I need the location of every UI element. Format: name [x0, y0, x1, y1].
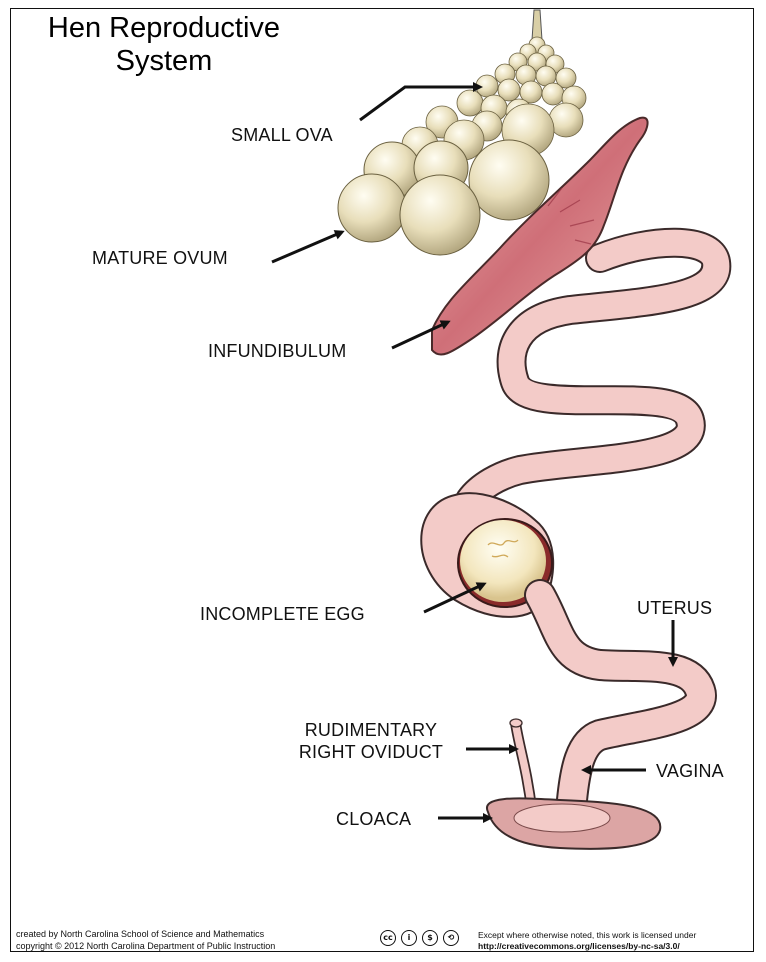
license-text: Except where otherwise noted, this work … [478, 930, 696, 952]
label-rudimentary-right-oviduct: RUDIMENTARY RIGHT OVIDUCT [278, 719, 464, 763]
label-vagina: VAGINA [656, 760, 724, 782]
ova-stalk [532, 10, 542, 40]
cc-license-icons: cc i $ ⟲ [380, 930, 459, 946]
label-mature-ovum: MATURE OVUM [92, 247, 228, 269]
sa-icon: ⟲ [443, 930, 459, 946]
license-url[interactable]: http://creativecommons.org/licenses/by-n… [478, 941, 696, 952]
label-infundibulum: INFUNDIBULUM [208, 340, 346, 362]
label-incomplete-egg: INCOMPLETE EGG [200, 603, 365, 625]
label-cloaca: CLOACA [336, 808, 411, 830]
arrow-mature-ovum [272, 232, 342, 262]
license-line-1: Except where otherwise noted, this work … [478, 930, 696, 941]
label-small-ova: SMALL OVA [231, 124, 333, 146]
label-uterus: UTERUS [637, 597, 712, 619]
credit-line-2: copyright © 2012 North Carolina Departme… [16, 940, 275, 952]
by-icon: i [401, 930, 417, 946]
diagram-title: Hen Reproductive System [20, 12, 308, 78]
nc-icon: $ [422, 930, 438, 946]
credit-text: created by North Carolina School of Scie… [16, 928, 275, 952]
credit-line-1: created by North Carolina School of Scie… [16, 928, 275, 940]
cc-icon: cc [380, 930, 396, 946]
